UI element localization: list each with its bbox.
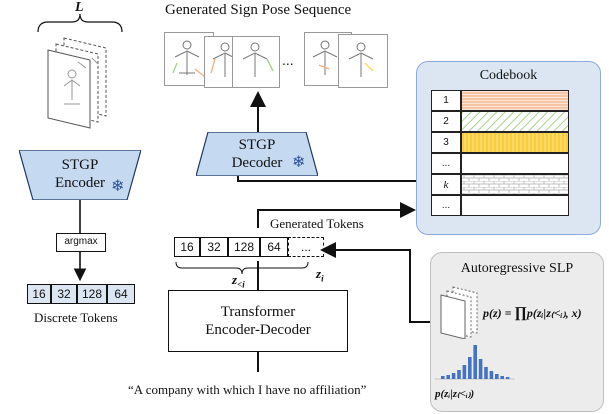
- generated-token-1: 16: [174, 237, 200, 257]
- codebook-index-6: ...: [431, 195, 461, 216]
- stgp-encoder: STGP Encoder ❄: [19, 150, 141, 200]
- distribution-bar: [441, 376, 445, 379]
- codebook-index-2: 2: [431, 111, 461, 132]
- argmax-box: argmax: [56, 233, 106, 252]
- z-lt-symbol: z: [232, 272, 238, 287]
- codebook-index-5: k: [431, 174, 461, 195]
- distribution-chart: [435, 345, 515, 380]
- z-i-symbol: z: [316, 266, 322, 281]
- decoder-line2: Decoder: [231, 155, 283, 171]
- pose-4-graphic: [312, 40, 338, 75]
- distribution-bar: [446, 375, 450, 379]
- discrete-token-4: 64: [107, 284, 135, 304]
- codebook-code-4: [461, 153, 569, 174]
- distribution-bar: [489, 371, 494, 379]
- z-lt-brace: [175, 261, 309, 275]
- codebook-table: 1 2 3 ... k ...: [431, 90, 569, 216]
- generated-token-4: 64: [260, 237, 288, 257]
- autoregressive-loop-arrow: [320, 242, 430, 323]
- codebook-code-2: [461, 111, 569, 132]
- codebook-code-3: [461, 132, 569, 153]
- distribution-bar: [500, 376, 504, 379]
- sequence-ellipsis: ...: [282, 52, 294, 68]
- clip-length-label: L: [75, 0, 84, 15]
- distribution-bar: [451, 373, 456, 379]
- pose-5-graphic: [348, 42, 374, 77]
- encoder-shape: [19, 150, 141, 200]
- decoder-line1: STGP: [238, 137, 276, 153]
- discrete-token-row: 16 32 128 64: [27, 284, 135, 304]
- snowflake-icon: ❄: [111, 178, 125, 195]
- tokens-to-codebook-arrow: [257, 202, 416, 228]
- product-symbol: ∏: [514, 305, 527, 321]
- distribution-bar: [484, 367, 488, 379]
- formula-lhs: p(z) =: [483, 306, 515, 320]
- codebook-code-5: [461, 174, 569, 195]
- z-i-subscript: i: [321, 273, 324, 284]
- autoregressive-title: Autoregressive SLP: [460, 261, 574, 276]
- encoder-line2: Encoder: [55, 175, 105, 191]
- codebook-title: Codebook: [479, 68, 538, 83]
- discrete-token-3: 128: [77, 284, 107, 304]
- pose-3-graphic: [242, 42, 274, 77]
- sequence-title: Generated Sign Pose Sequence: [165, 2, 352, 18]
- distribution-bar: [505, 377, 510, 379]
- transformer-box: Transformer Encoder-Decoder: [168, 290, 348, 352]
- stgp-decoder: STGP Decoder ❄: [196, 132, 318, 176]
- generated-token-row: 16 32 128 64 ...: [174, 237, 324, 257]
- generated-token-3: 128: [228, 237, 260, 257]
- distribution-bar: [473, 345, 477, 379]
- codebook-code-1: [461, 90, 569, 111]
- z-lt-label: z<i: [232, 272, 245, 290]
- input-sentence: “A company with which I have no affiliat…: [128, 382, 367, 397]
- codebook-index-3: 3: [431, 132, 461, 153]
- codebook-index-4: ...: [431, 153, 461, 174]
- z-lt-subscript: <i: [237, 279, 245, 290]
- codebook-index-1: 1: [431, 90, 461, 111]
- z-i-label: zi: [316, 266, 324, 284]
- decoder-shape: [196, 132, 318, 176]
- encoder-line1: STGP: [61, 157, 99, 173]
- transformer-line1: Transformer: [220, 304, 296, 320]
- clip-brace: [37, 13, 123, 33]
- pose-frame-5: [338, 34, 388, 88]
- codebook-code-6: [461, 195, 569, 216]
- autoregressive-formula: p(z) = ∏p(zᵢ|z₍<ᵢ₎, x): [483, 305, 582, 322]
- generated-token-next: ...: [288, 237, 324, 257]
- autoregressive-panel: Autoregressive SLP p(z) = ∏p(zᵢ|z₍<ᵢ₎, x…: [430, 252, 604, 412]
- frame-stack-graphic: [47, 37, 107, 129]
- generated-tokens-title: Generated Tokens: [270, 216, 364, 231]
- snowflake-icon-decoder: ❄: [292, 154, 306, 171]
- autoregressive-frames-graphic: [440, 286, 478, 339]
- distribution-bar: [468, 357, 472, 379]
- input-frame-stack: [34, 34, 144, 144]
- formula-rhs: p(zᵢ|z₍<ᵢ₎, x): [526, 306, 582, 320]
- discrete-token-2: 32: [51, 284, 77, 304]
- pose-frame-3: [232, 36, 280, 88]
- generated-token-2: 32: [200, 237, 228, 257]
- discrete-tokens-caption: Discrete Tokens: [34, 310, 118, 325]
- distribution-bar: [495, 374, 499, 379]
- distribution-label: p(zᵢ|z₍<ᵢ₎): [435, 388, 475, 400]
- distribution-bar: [457, 370, 461, 379]
- pose-1-graphic: [172, 40, 206, 78]
- discrete-token-1: 16: [27, 284, 51, 304]
- transformer-line2: Encoder-Decoder: [205, 322, 311, 338]
- distribution-bar: [478, 359, 483, 379]
- codebook-panel: Codebook 1 2 3 ... k ...: [416, 61, 601, 235]
- distribution-bar: [462, 365, 467, 379]
